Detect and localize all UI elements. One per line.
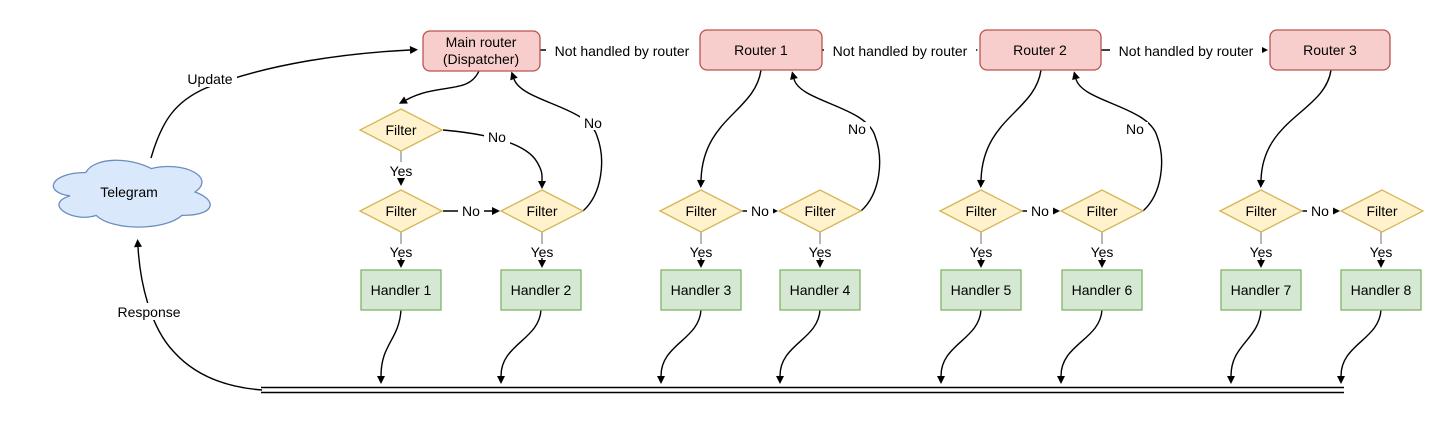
not-handled-label-1: Not handled by router bbox=[555, 43, 690, 59]
node-handler-8: Handler 8 bbox=[1340, 269, 1422, 311]
main-router-label-line2: (Dispatcher) bbox=[443, 51, 519, 67]
cloud-shape bbox=[52, 159, 211, 228]
edge-handler8-to-bus bbox=[1337, 309, 1382, 384]
filter-label: Filter bbox=[1366, 203, 1397, 219]
filter-diamond: Filter bbox=[1059, 189, 1145, 233]
handler-8-label: Handler 8 bbox=[1351, 282, 1412, 298]
node-handler-4: Handler 4 bbox=[779, 269, 861, 311]
yes-label: Yes bbox=[690, 244, 713, 260]
main-router-label-line1: Main router bbox=[446, 34, 517, 50]
edge-handler6-to-bus bbox=[1057, 309, 1103, 384]
response-label: Response bbox=[117, 304, 180, 320]
filter-label: Filter bbox=[385, 122, 416, 138]
filter-label: Filter bbox=[1245, 203, 1276, 219]
no-label: No bbox=[1126, 121, 1144, 137]
edge-handler1-to-bus bbox=[377, 309, 402, 384]
node-handler-3: Handler 3 bbox=[660, 269, 742, 311]
filter-diamond: Filter bbox=[1339, 189, 1425, 233]
no-label: No bbox=[1031, 203, 1049, 219]
yes-label: Yes bbox=[1091, 244, 1114, 260]
edge-router3-to-filter bbox=[1257, 69, 1332, 188]
router-2-label: Router 2 bbox=[1013, 42, 1067, 58]
yes-label: Yes bbox=[531, 244, 554, 260]
edge-no-return-r1 bbox=[790, 71, 881, 212]
filter-diamond: Filter bbox=[938, 189, 1024, 233]
node-handler-7: Handler 7 bbox=[1220, 269, 1302, 311]
edge-main-to-filter bbox=[398, 70, 480, 104]
edge-handler4-to-bus bbox=[776, 309, 821, 384]
handler-3-label: Handler 3 bbox=[671, 282, 732, 298]
node-handler-5: Handler 5 bbox=[940, 269, 1022, 311]
handler-5-label: Handler 5 bbox=[951, 282, 1012, 298]
edge-router2-to-filter bbox=[977, 69, 1042, 188]
update-label: Update bbox=[187, 71, 232, 87]
edge-labels: Update Response Not handled by router No… bbox=[113, 43, 1396, 320]
yes-label: Yes bbox=[1250, 244, 1273, 260]
handler-6-label: Handler 6 bbox=[1072, 282, 1133, 298]
no-label: No bbox=[751, 203, 769, 219]
telegram-cloud: Telegram bbox=[52, 159, 211, 228]
handler-4-label: Handler 4 bbox=[790, 282, 851, 298]
filter-label: Filter bbox=[804, 203, 835, 219]
nodes: Telegram Main router (Dispatcher) Router… bbox=[52, 29, 1425, 311]
node-router-3: Router 3 bbox=[1269, 29, 1391, 71]
handler-2-label: Handler 2 bbox=[511, 282, 572, 298]
router-1-label: Router 1 bbox=[734, 42, 788, 58]
telegram-label: Telegram bbox=[100, 184, 158, 200]
filter-diamond: Filter bbox=[358, 189, 444, 233]
node-handler-1: Handler 1 bbox=[360, 269, 442, 311]
edge-handler2-to-bus bbox=[497, 309, 542, 384]
edge-handler3-to-bus bbox=[657, 309, 702, 384]
router-3-label: Router 3 bbox=[1303, 42, 1357, 58]
filter-diamond: Filter bbox=[1218, 189, 1304, 233]
not-handled-label-3: Not handled by router bbox=[1119, 43, 1254, 59]
node-handler-2: Handler 2 bbox=[500, 269, 582, 311]
edge-update bbox=[150, 46, 418, 159]
filter-label: Filter bbox=[685, 203, 716, 219]
filter-label: Filter bbox=[526, 203, 557, 219]
not-handled-label-2: Not handled by router bbox=[833, 43, 968, 59]
node-main-router: Main router (Dispatcher) bbox=[422, 30, 541, 72]
yes-label: Yes bbox=[809, 244, 832, 260]
filter-diamond: Filter bbox=[499, 189, 585, 233]
filter-diamond: Filter bbox=[777, 189, 863, 233]
no-label: No bbox=[462, 203, 480, 219]
edge-no-return-main bbox=[510, 71, 603, 212]
handler-7-label: Handler 7 bbox=[1231, 282, 1292, 298]
edge-filter-no-curve-main bbox=[442, 129, 546, 189]
filter-label: Filter bbox=[385, 203, 416, 219]
node-router-2: Router 2 bbox=[979, 29, 1102, 71]
edge-handler5-to-bus bbox=[937, 309, 982, 384]
yes-label: Yes bbox=[970, 244, 993, 260]
yes-label: Yes bbox=[390, 163, 413, 179]
no-label: No bbox=[848, 121, 866, 137]
edge-handler7-to-bus bbox=[1227, 309, 1262, 384]
node-handler-6: Handler 6 bbox=[1061, 269, 1143, 311]
yes-label: Yes bbox=[390, 244, 413, 260]
node-router-1: Router 1 bbox=[699, 29, 823, 71]
edges bbox=[134, 46, 1385, 394]
edge-router1-to-filter bbox=[697, 69, 762, 188]
filter-diamond: Filter bbox=[658, 189, 744, 233]
filter-diamond: Filter bbox=[358, 108, 444, 152]
edge-response bbox=[134, 239, 263, 391]
handler-1-label: Handler 1 bbox=[371, 282, 432, 298]
filter-label: Filter bbox=[1086, 203, 1117, 219]
no-label: No bbox=[488, 129, 506, 145]
filter-label: Filter bbox=[965, 203, 996, 219]
yes-label: Yes bbox=[1370, 244, 1393, 260]
no-label: No bbox=[584, 115, 602, 131]
no-label: No bbox=[1311, 203, 1329, 219]
edge-no-return-r2 bbox=[1072, 71, 1163, 212]
